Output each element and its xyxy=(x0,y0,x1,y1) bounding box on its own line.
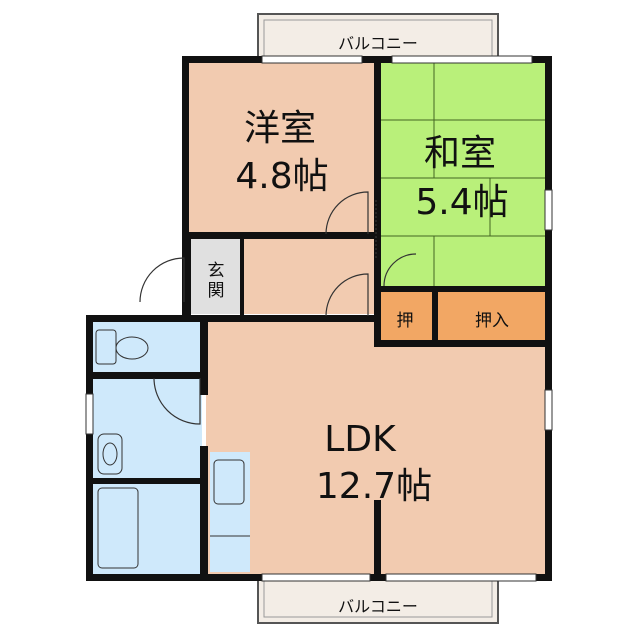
balcony-bottom: バルコニー xyxy=(257,577,499,624)
balcony-top: バルコニー xyxy=(257,13,499,60)
kitchen-sink-fixture xyxy=(210,459,250,537)
tatami-lines xyxy=(380,62,546,286)
room-entrance xyxy=(190,238,242,314)
balcony-bottom-label: バルコニー xyxy=(338,597,418,616)
balcony-top-label: バルコニー xyxy=(338,34,418,53)
room-japanese xyxy=(380,62,546,286)
bathtub-fixture xyxy=(97,487,139,569)
western-room-size: 4.8帖 xyxy=(235,156,328,197)
entrance-label: 玄関 xyxy=(208,261,225,301)
washbasin-fixture xyxy=(97,433,123,475)
ldk-name: LDK xyxy=(324,419,397,460)
room-oshiire xyxy=(438,292,546,344)
japanese-room-size: 5.4帖 xyxy=(415,182,508,223)
ldk-size: 12.7帖 xyxy=(316,466,432,507)
japanese-room-name: 和室 xyxy=(424,133,496,174)
doors xyxy=(139,191,417,425)
windows xyxy=(85,55,553,582)
western-room-name: 洋室 xyxy=(244,108,316,149)
closet-label: 押 xyxy=(397,311,414,331)
room-ldk-right xyxy=(378,346,546,574)
room-western xyxy=(188,62,376,234)
oshiire-label: 押入 xyxy=(475,311,509,331)
room-closet xyxy=(380,292,432,344)
toilet-fixture xyxy=(95,329,149,365)
